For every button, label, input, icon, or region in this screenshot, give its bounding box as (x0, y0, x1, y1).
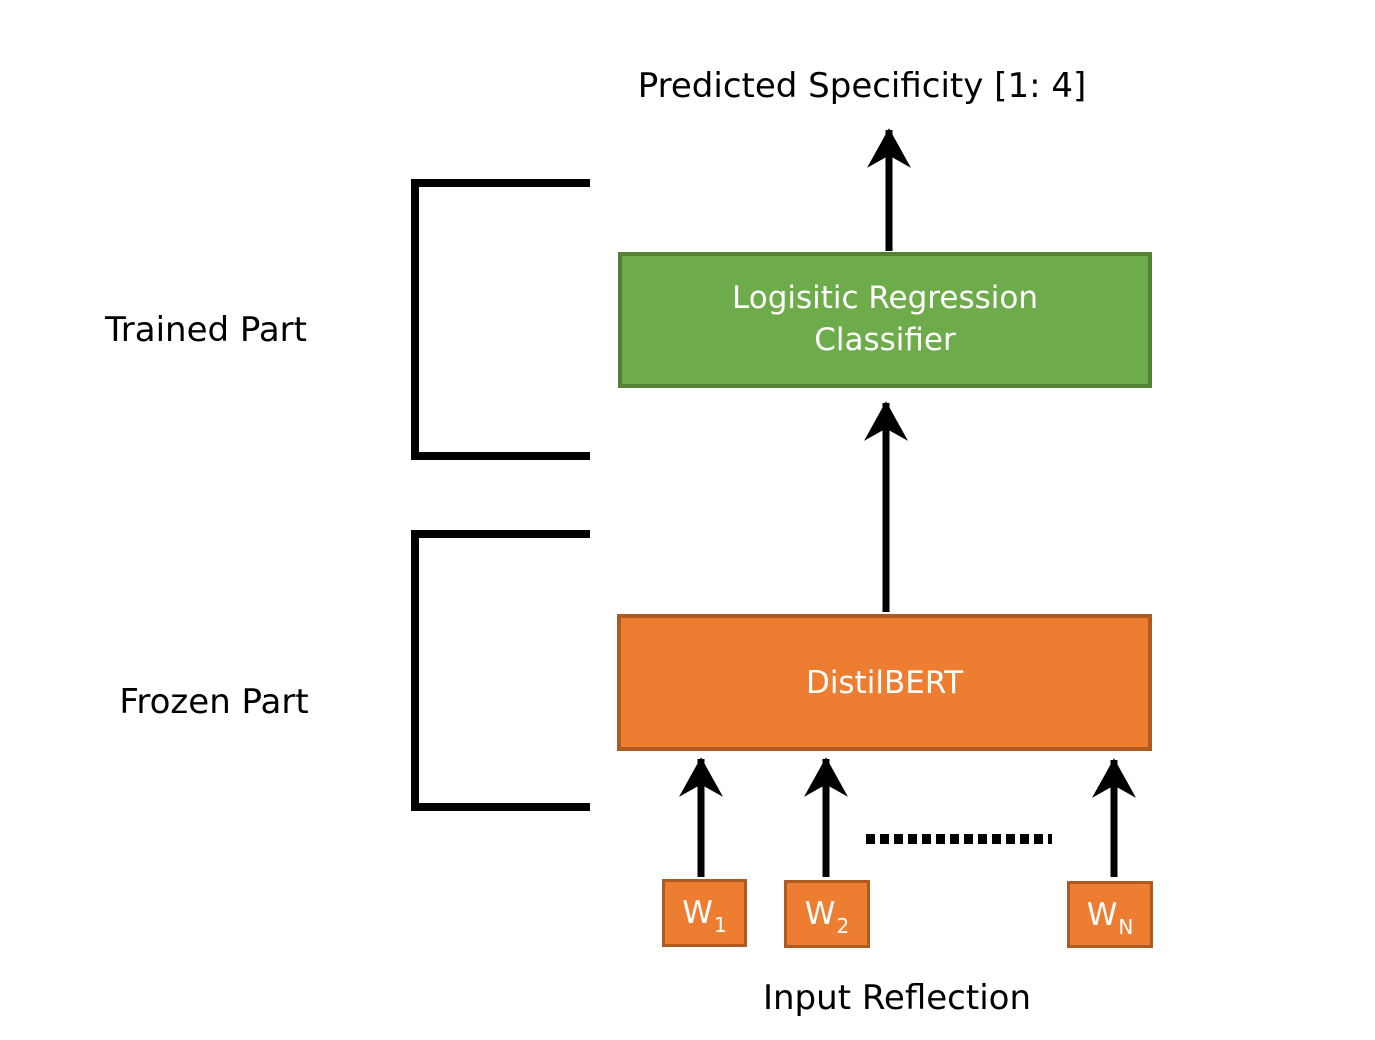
token-wn: WN (1067, 881, 1153, 948)
input-reflection-label: Input Reflection (762, 978, 1031, 1018)
encoder-node: DistilBERT (617, 614, 1152, 751)
trained-bracket (411, 179, 590, 460)
token-w2-label: W2 (804, 896, 850, 938)
encoder-node-label: DistilBERT (805, 664, 964, 701)
trained-part-label: Trained Part (104, 310, 307, 350)
token-w1: W1 (662, 879, 747, 947)
token-w2: W2 (784, 880, 870, 948)
predicted-specificity-label: Predicted Specificity [1: 4] (637, 66, 1087, 106)
classifier-node-label: Logisitic Regression Classifier (732, 280, 1038, 358)
frozen-part-label: Frozen Part (119, 682, 309, 722)
token-wn-label: WN (1086, 896, 1134, 939)
classifier-node: Logisitic Regression Classifier (618, 252, 1152, 388)
frozen-bracket (411, 530, 590, 811)
token-w1-label: W1 (682, 895, 727, 937)
